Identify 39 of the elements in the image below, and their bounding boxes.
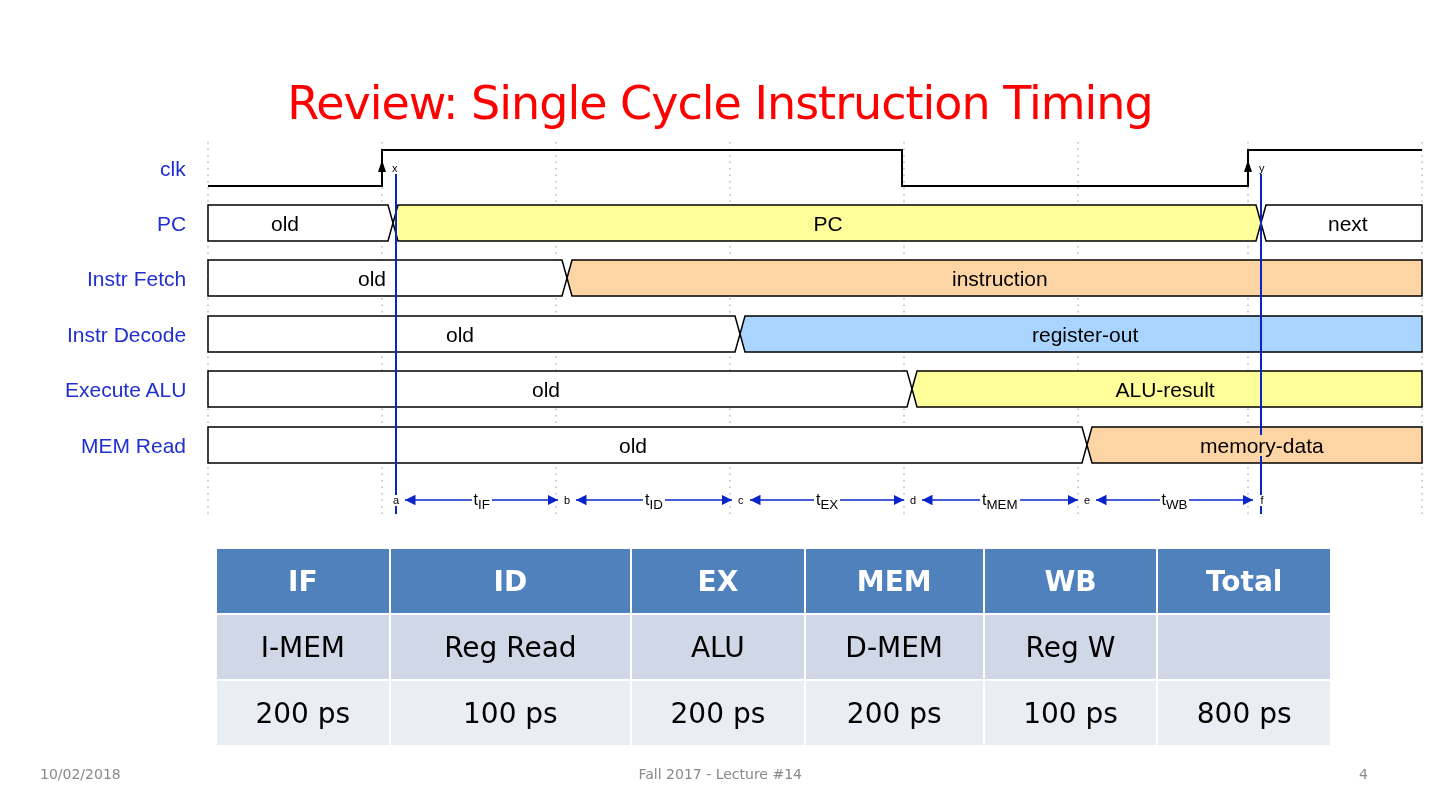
signal-name: Instr Decode: [67, 323, 187, 345]
edge-marker-label: x: [392, 162, 398, 174]
signal-name: Instr Fetch: [87, 267, 187, 289]
table-cell: 800 ps: [1157, 680, 1331, 746]
table-header-cell: IF: [216, 548, 390, 614]
time-marker-label: b: [562, 494, 573, 506]
slide-number: 4: [1359, 766, 1368, 782]
table-cell: 100 ps: [983, 680, 1158, 746]
table-cell: D-MEM: [804, 614, 984, 680]
slide-title: Review: Single Cycle Instruction Timing: [286, 76, 1154, 130]
time-marker-label: a: [391, 494, 402, 506]
table-cell: Reg Read: [389, 614, 632, 680]
signal-name: MEM Read: [81, 434, 187, 456]
table-cell: 100 ps: [389, 680, 632, 746]
table-cell: 200 ps: [804, 680, 984, 746]
interval-label: t$_{EX}$: [814, 492, 841, 512]
interval-label: t$_{ID}$: [643, 492, 665, 512]
edge-marker-label: y: [1259, 162, 1265, 174]
table-cell: ALU: [631, 614, 805, 680]
footer-text: Fall 2017 - Lecture #14: [638, 766, 802, 782]
signal-value: memory-data: [1198, 434, 1326, 456]
table-header-cell: EX: [631, 548, 805, 614]
table-cell: I-MEM: [216, 614, 390, 680]
signal-name: clk: [160, 157, 186, 179]
footer-date: 10/02/2018: [40, 766, 121, 782]
signal-name: PC: [157, 212, 187, 234]
table-header-cell: ID: [389, 548, 632, 614]
table-header-cell: MEM: [804, 548, 984, 614]
interval-label: t$_{WB}$: [1159, 492, 1190, 512]
table-header-cell: WB: [983, 548, 1158, 614]
time-marker-label: d: [908, 494, 919, 506]
interval-label: t$_{IF}$: [471, 492, 492, 512]
signal-name: Execute ALU: [65, 378, 187, 400]
interval-label: t$_{MEM}$: [980, 492, 1020, 512]
table-cell: Reg W: [983, 614, 1158, 680]
table-header-cell: Total: [1157, 548, 1331, 614]
time-marker-label: f: [1258, 494, 1266, 506]
table-cell: 200 ps: [631, 680, 805, 746]
table-cell: 200 ps: [216, 680, 390, 746]
